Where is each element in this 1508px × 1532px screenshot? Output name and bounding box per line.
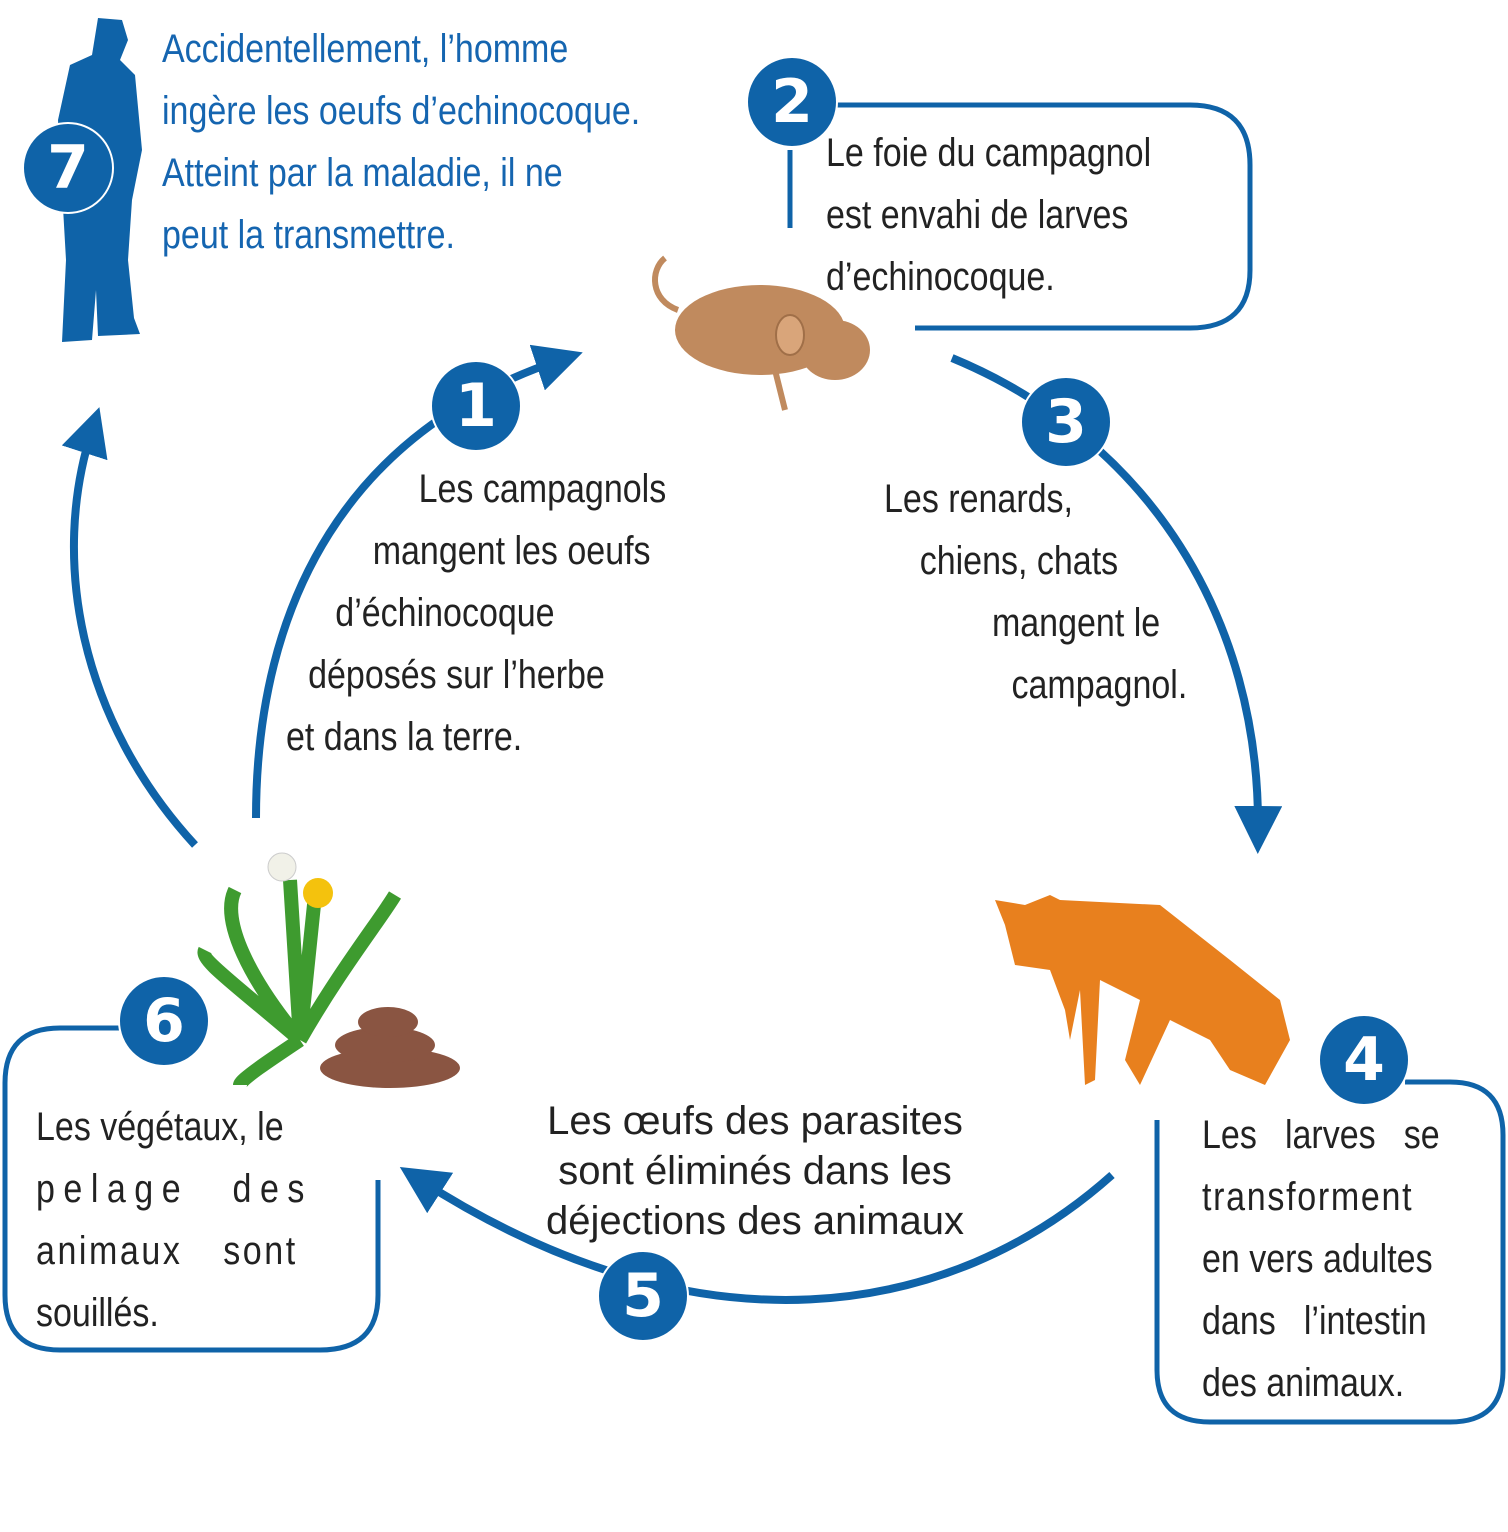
text-line: Les larves se (1202, 1113, 1440, 1157)
text-line: Les végétaux, le (36, 1105, 284, 1149)
text-line: peut la transmettre. (162, 213, 455, 257)
text-line: est envahi de larves (826, 193, 1129, 237)
step-1-badge: 1 (430, 360, 522, 452)
fox-icon (995, 895, 1290, 1085)
box-2-border (787, 102, 1253, 331)
step-2-badge: 2 (746, 56, 838, 148)
text-line: Les renards, (884, 477, 1073, 521)
text-line: des animaux. (1202, 1361, 1405, 1405)
text-line: d’echinocoque. (826, 255, 1055, 299)
text-line: dans l’intestin (1202, 1299, 1427, 1343)
text-line: sont éliminés dans les (558, 1149, 952, 1193)
text-line: chiens, chats (919, 539, 1119, 583)
arrow-5 (399, 1167, 1115, 1304)
text-line: pelage des (36, 1167, 313, 1211)
step-7-text: Accidentellement, l’homme ingère les oeu… (162, 18, 640, 266)
text-line: Accidentellement, l’homme (162, 27, 569, 71)
text-line: souillés. (36, 1291, 159, 1335)
droppings-icon (320, 1007, 460, 1088)
dandelion-icon (197, 852, 402, 1089)
text-line: mangent le (991, 601, 1161, 645)
step-4-text: Les larves se transforment en vers adult… (1202, 1104, 1440, 1414)
text-line: Atteint par la maladie, il ne (162, 151, 563, 195)
text-line: campagnol. (1011, 663, 1188, 707)
step-5-text: Les œufs des parasites sont éliminés dan… (520, 1096, 990, 1246)
box-4-border (1154, 1079, 1506, 1425)
step-5-badge: 5 (597, 1250, 689, 1342)
step-2-text: Le foie du campagnol est envahi de larve… (826, 122, 1151, 308)
text-line: transforment (1202, 1175, 1414, 1219)
step-7-badge: 7 (22, 122, 114, 214)
box-6-border (2, 1025, 381, 1353)
text-line: Les campagnols (418, 467, 667, 511)
text-line: ingère les oeufs d’echinocoque. (162, 89, 641, 133)
step-3-text: Les renards, chiens, chats mangent le ca… (884, 468, 1220, 716)
text-line: Le foie du campagnol (826, 131, 1152, 175)
text-line: et dans la terre. (286, 715, 523, 759)
arrow-7 (61, 407, 198, 848)
step-6-badge: 6 (118, 975, 210, 1067)
vole-icon (652, 255, 870, 411)
text-line: mangent les oeufs (372, 529, 651, 573)
step-3-badge: 3 (1020, 376, 1112, 468)
text-line: déposés sur l’herbe (308, 653, 605, 697)
text-line: Les œufs des parasites (547, 1099, 963, 1143)
step-1-text: Les campagnols mangent les oeufs d’échin… (286, 458, 666, 768)
text-line: en vers adultes (1202, 1237, 1433, 1281)
text-line: déjections des animaux (545, 1199, 965, 1243)
step-4-badge: 4 (1318, 1014, 1410, 1106)
text-line: animaux sont (36, 1229, 298, 1273)
text-line: d’échinocoque (335, 591, 555, 635)
step-6-text: Les végétaux, le pelage des animaux sont… (36, 1096, 313, 1344)
